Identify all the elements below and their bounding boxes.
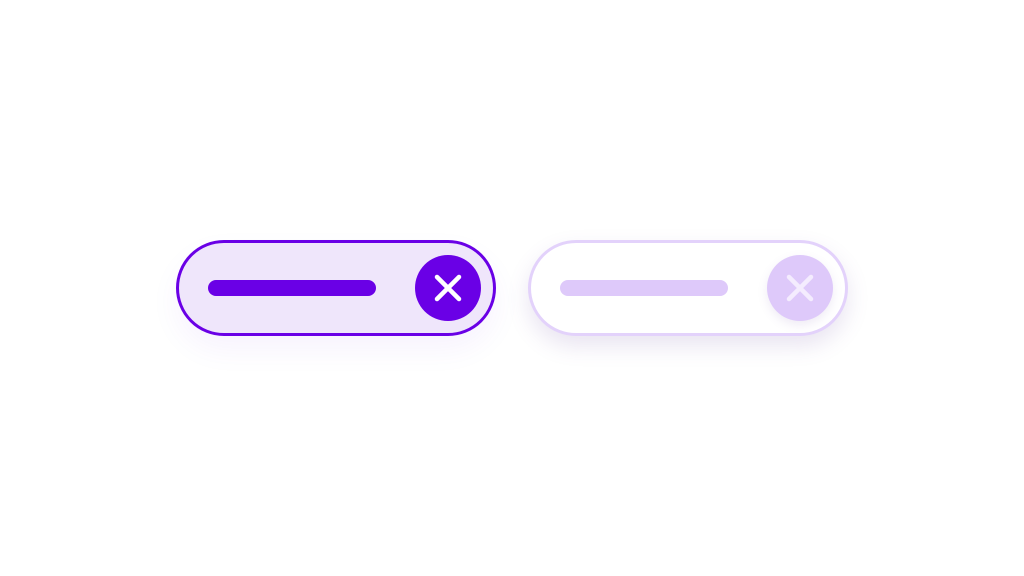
chip-label-placeholder — [560, 280, 728, 296]
close-icon — [786, 274, 814, 302]
chip-label-placeholder — [208, 280, 376, 296]
chip-close-button[interactable] — [415, 255, 481, 321]
close-icon — [434, 274, 462, 302]
chip-active[interactable] — [176, 240, 496, 336]
chip-close-button — [767, 255, 833, 321]
chip-disabled — [528, 240, 848, 336]
